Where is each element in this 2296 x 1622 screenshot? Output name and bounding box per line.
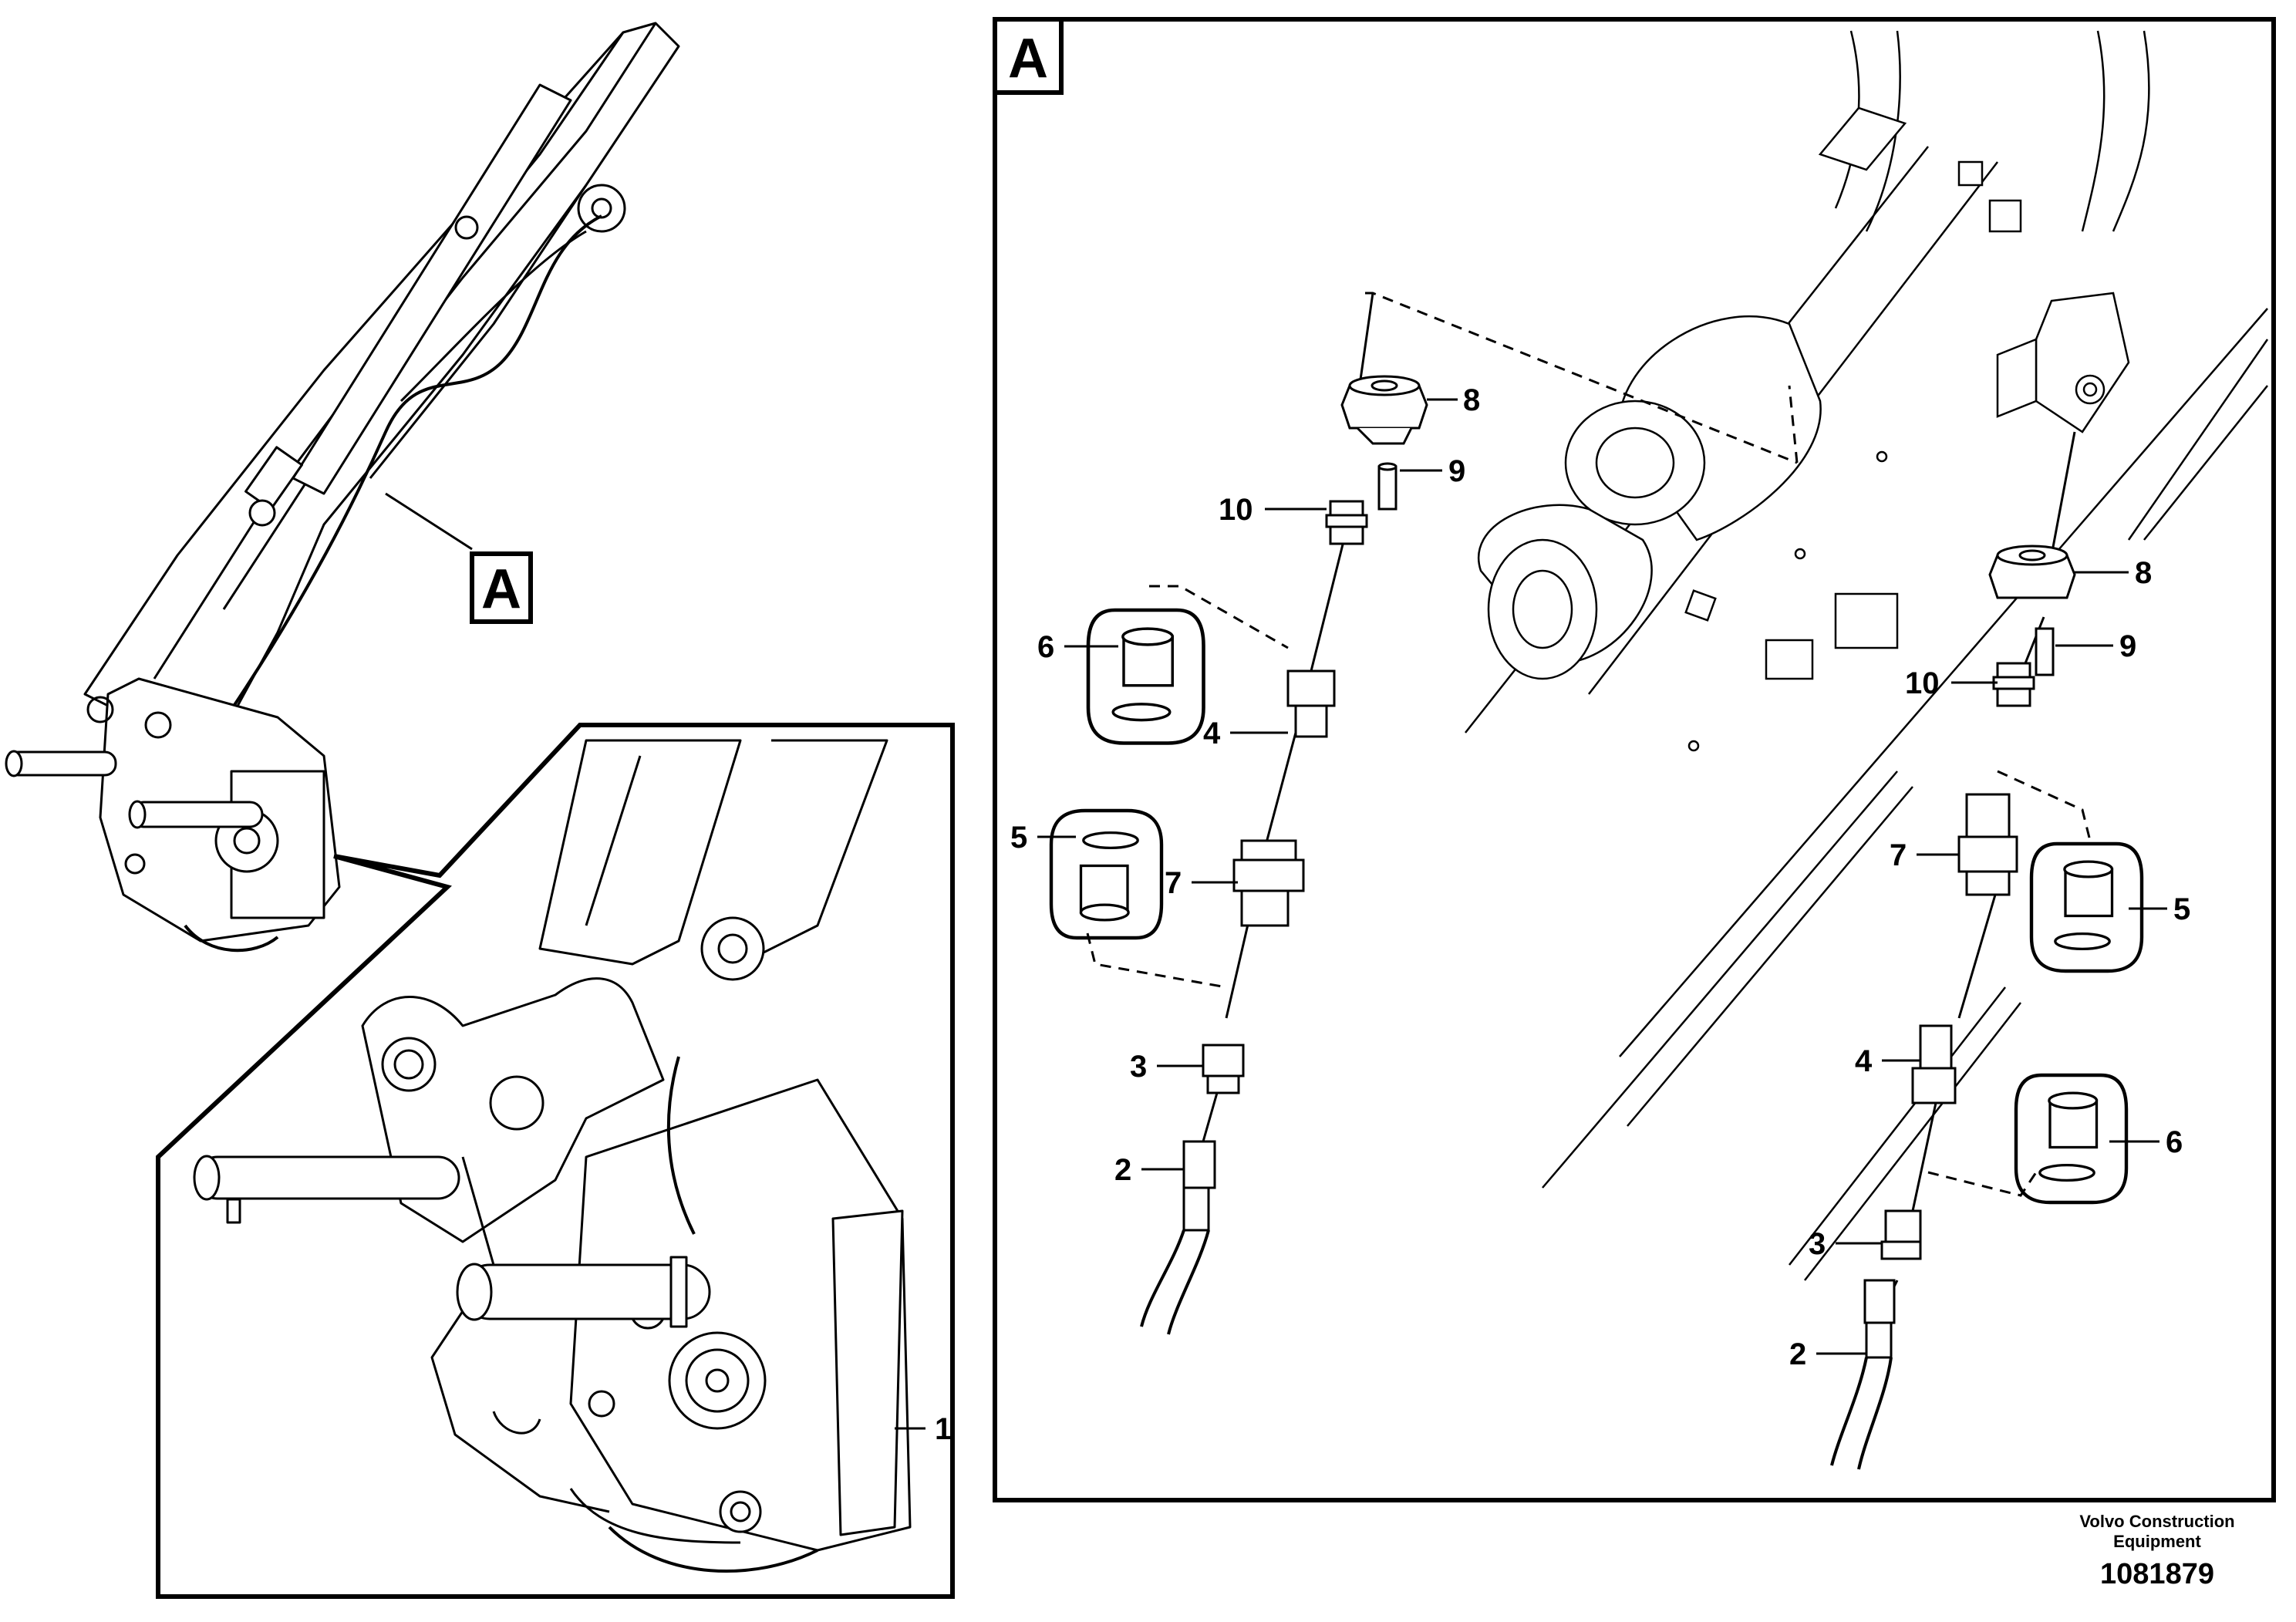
callout-3-right: 3 — [1809, 1227, 1826, 1261]
detail-a-corner-box: A — [993, 17, 1064, 95]
callout-4-right: 4 — [1855, 1044, 1873, 1078]
detail-a-reference-label: A — [481, 558, 521, 620]
drawing-footer: Volvo Construction Equipment 1081879 — [2065, 1512, 2250, 1591]
callout-numbers: 8 9 10 6 4 5 7 3 2 8 9 10 7 5 4 6 3 2 — [1010, 383, 2190, 1371]
coupler-inset: 1 — [156, 723, 955, 1599]
detail-a-reference-box: A — [470, 551, 533, 624]
detail-a-frame — [993, 17, 2276, 1502]
callout-7-right: 7 — [1890, 838, 1907, 872]
callout-8-right: 8 — [2135, 556, 2152, 590]
callout-4-left: 4 — [1203, 717, 1221, 750]
right-hose-assembly — [1830, 431, 2142, 1470]
callout-9-left: 9 — [1448, 454, 1465, 488]
callout-6-right: 6 — [2166, 1125, 2183, 1159]
callout-6-left: 6 — [1037, 630, 1054, 664]
callout-8-left: 8 — [1463, 383, 1480, 417]
manufacturer-name: Volvo Construction Equipment — [2079, 1512, 2235, 1551]
callout-10-left: 10 — [1219, 493, 1253, 527]
callout-1: 1 — [935, 1412, 952, 1446]
callout-leaders — [1037, 398, 2167, 1355]
callout-10-right: 10 — [1905, 666, 1940, 700]
callout-7-left: 7 — [1165, 866, 1182, 900]
boom-overview — [5, 22, 680, 953]
callout-9-right: 9 — [2119, 629, 2136, 663]
callout-5-right: 5 — [2173, 892, 2190, 926]
callout-3-left: 3 — [1130, 1050, 1147, 1084]
document-number: 1081879 — [2100, 1558, 2214, 1590]
callout-5-left: 5 — [1010, 821, 1027, 855]
callout-2-right: 2 — [1789, 1337, 1806, 1371]
callout-2-left: 2 — [1114, 1153, 1131, 1187]
detail-a-label: A — [1008, 28, 1048, 89]
left-hose-assembly — [1051, 292, 1799, 1335]
detail-boom-outline — [1465, 30, 2269, 1281]
